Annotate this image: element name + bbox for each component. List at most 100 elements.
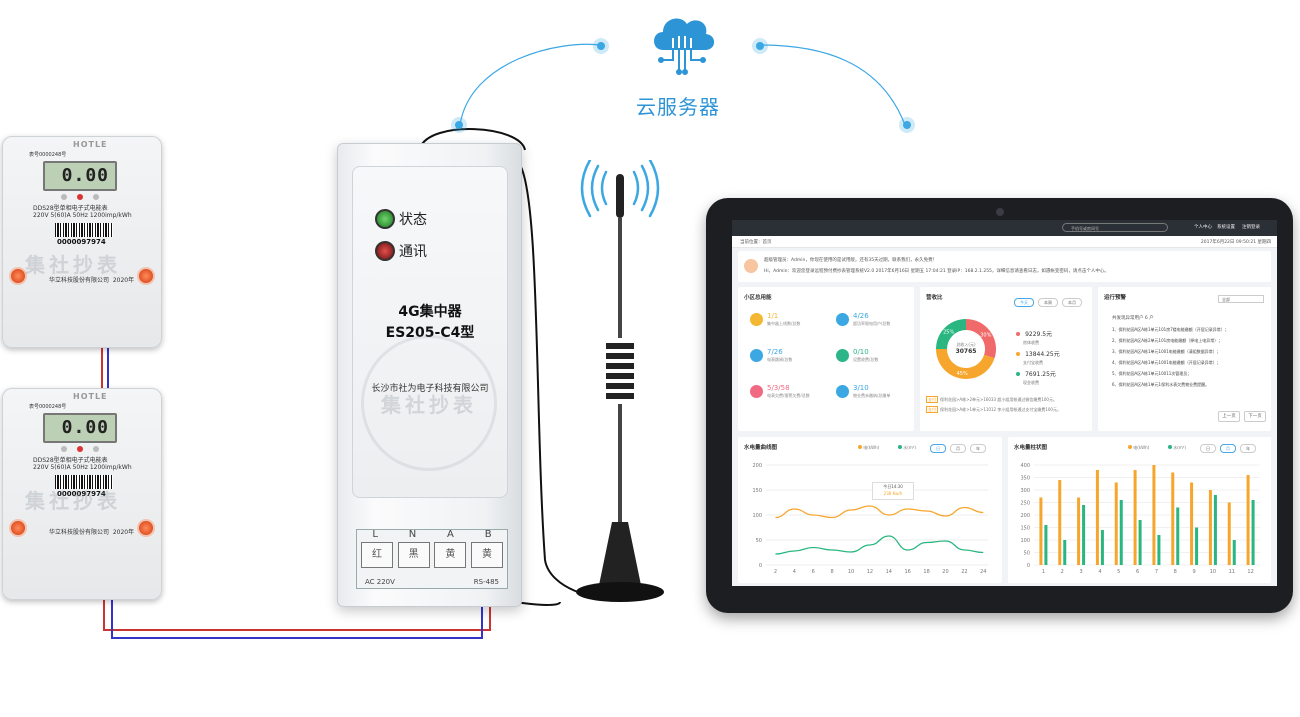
meter-barcode-number: 0000097974 xyxy=(57,238,106,246)
alarm-item[interactable]: 2、保利花园A区A栋2单元101房电能缴额（掉电上电异常）； xyxy=(1112,338,1223,343)
stat-icon xyxy=(836,313,849,326)
revenue-legend-item: 7691.25元现金收费 xyxy=(1016,361,1056,386)
bar xyxy=(1213,495,1217,565)
legend-electricity: 电(kWh) xyxy=(1128,445,1149,451)
bar xyxy=(1227,502,1231,565)
next-page-button[interactable]: 下一页 xyxy=(1244,411,1266,422)
bar xyxy=(1058,480,1062,565)
meter-reading: 0.00 xyxy=(61,165,109,186)
concentrator-panel: 状态 通讯 4G集中器 ES205-C4型 长沙市社为电子科技有限公司 集社抄表 xyxy=(352,166,508,498)
bar xyxy=(1208,490,1212,565)
bar xyxy=(1077,497,1081,565)
y-tick-label: 0 xyxy=(1027,563,1030,569)
donut-slice-label: 45% xyxy=(957,371,968,377)
node-dot xyxy=(899,117,915,133)
alarm-item[interactable]: 4、保利花园A区A栋1单元1001电能缴额（开居记录异常）； xyxy=(1112,360,1221,365)
y-tick-label: 150 xyxy=(1020,526,1030,532)
screw-icon xyxy=(9,267,27,285)
stat-label: 设置收费/总数 xyxy=(853,357,879,362)
y-tick-label: 350 xyxy=(1020,476,1030,482)
node-dot xyxy=(752,38,768,54)
tab-month[interactable]: 月 xyxy=(1220,444,1236,453)
x-tick-label: 2 xyxy=(774,569,777,575)
y-tick-label: 0 xyxy=(759,563,762,569)
y-tick-label: 200 xyxy=(752,463,762,469)
x-tick-label: 8 xyxy=(1174,569,1177,575)
watermark: 集社抄表 xyxy=(25,489,121,513)
tab-week[interactable]: 本周 xyxy=(1038,298,1058,307)
stat-icon xyxy=(750,313,763,326)
stat-label: 集中器上线数/总数 xyxy=(767,321,801,326)
tab-year[interactable]: 年 xyxy=(1240,444,1256,453)
alarm-item[interactable]: 1、保利花园A区A栋1单元101房7楼电能缴额（开居记录异常）； xyxy=(1112,327,1229,332)
y-tick-label: 50 xyxy=(756,538,762,544)
y-tick-label: 50 xyxy=(1024,551,1030,557)
donut-slice xyxy=(936,349,995,379)
tab-today[interactable]: 今天 xyxy=(1014,298,1034,307)
x-tick-label: 12 xyxy=(1247,569,1253,575)
stat-label: 电表跳闸/总数 xyxy=(767,357,793,362)
x-tick-label: 16 xyxy=(905,569,911,575)
stat-icon xyxy=(750,385,763,398)
x-tick-label: 22 xyxy=(961,569,967,575)
x-tick-label: 8 xyxy=(831,569,834,575)
alarm-item[interactable]: 5、保利花园A区A栋1单元10011次管理员； xyxy=(1112,371,1192,376)
dashboard-screen: 手机号或房间号 个人中心 系统设置 注销登录 当前位置：首页 2017年6月22… xyxy=(732,220,1277,586)
bar xyxy=(1157,535,1161,565)
legend-water: 水(m³) xyxy=(1168,445,1186,451)
stat-label: 电表欠费/报警欠费/总数 xyxy=(767,393,810,398)
prev-page-button[interactable]: 上一页 xyxy=(1218,411,1240,422)
tab-month[interactable]: 本月 xyxy=(1062,298,1082,307)
alarm-filter-select[interactable]: 全部 xyxy=(1218,295,1264,303)
nav-settings[interactable]: 系统设置 xyxy=(1217,225,1235,230)
tablet: 手机号或房间号 个人中心 系统设置 注销登录 当前位置：首页 2017年6月22… xyxy=(706,198,1293,613)
y-tick-label: 100 xyxy=(1020,538,1030,544)
meter-maker: 华立科技股份有限公司 2020年 xyxy=(49,529,135,536)
concentrator-device: 状态 通讯 4G集中器 ES205-C4型 长沙市社为电子科技有限公司 集社抄表… xyxy=(337,143,522,607)
bar xyxy=(1039,497,1043,565)
alarm-item[interactable]: 6、保利花园A区A栋1单元1保利水表欠费物业费提醒。 xyxy=(1112,382,1210,387)
alarm-item[interactable]: 3、保利花园A区A栋1单元1001电能缴额（清组数据异常）； xyxy=(1112,349,1221,354)
card-title: 水电量曲线图 xyxy=(744,445,778,451)
card-title: 小区总用能 xyxy=(744,295,772,301)
breadcrumb-text: 当前位置：首页 xyxy=(740,240,772,245)
x-tick-label: 4 xyxy=(1098,569,1101,575)
bar xyxy=(1232,540,1236,565)
meter-barcode-number: 0000097974 xyxy=(57,490,106,498)
bar xyxy=(1119,500,1123,565)
screw-icon xyxy=(9,519,27,537)
y-tick-label: 200 xyxy=(1020,513,1030,519)
y-tick-label: 100 xyxy=(752,513,762,519)
chart-tooltip: 今日14:30 238 Kw/h xyxy=(872,482,914,500)
nav-profile[interactable]: 个人中心 xyxy=(1194,225,1212,230)
stat-value: 3/10 xyxy=(853,384,869,392)
revenue-card: 营收比 今天 本周 本月 30%45%25% 总收入(元) 30765 9229… xyxy=(920,287,1092,431)
search-input[interactable]: 手机号或房间号 xyxy=(1062,223,1168,232)
revenue-legend-item: 13844.25元支付宝收费 xyxy=(1016,341,1060,366)
payment-log: 支付保利花园>A栋>2单元>16033 超小组用帐通过微信缴费100元。 xyxy=(926,396,1057,403)
tab-year[interactable]: 年 xyxy=(970,444,986,453)
bar xyxy=(1171,472,1175,565)
x-tick-label: 3 xyxy=(1079,569,1082,575)
x-tick-label: 12 xyxy=(867,569,873,575)
tab-month[interactable]: 月 xyxy=(950,444,966,453)
series-line xyxy=(775,535,984,555)
comm-label: 通讯 xyxy=(399,244,427,260)
welcome-line-1: 超级管理员：Admin，你现在使用的是试用版，还有35天过期，联系我们，永久免费… xyxy=(764,258,938,263)
bar xyxy=(1176,507,1180,565)
tab-day[interactable]: 日 xyxy=(930,444,946,453)
date-time: 2017年6月22日 09:50:21 星期四 xyxy=(1200,240,1271,245)
nav-logout[interactable]: 注销登录 xyxy=(1242,225,1260,230)
meter-serial: 表号0000248号 xyxy=(29,404,67,410)
tab-day[interactable]: 日 xyxy=(1200,444,1216,453)
